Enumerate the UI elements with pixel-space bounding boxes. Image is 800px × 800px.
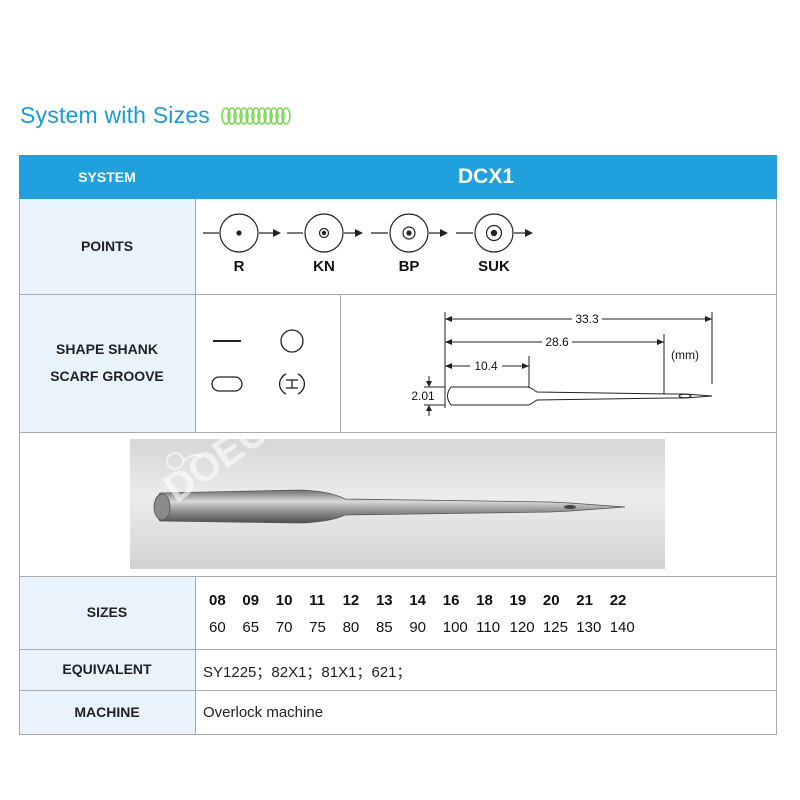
machine-label-text: MACHINE [74,704,140,720]
sizes-top-row: 08 09 10 11 12 13 14 16 18 19 20 21 22 [209,592,643,609]
machine-value: Overlock machine [203,704,324,721]
dim-middle: 28.6 [545,335,569,349]
needle-dimension-drawing [424,312,713,416]
equivalent-label: EQUIVALENT [19,649,195,690]
system-value: DCX1 [457,165,515,188]
point-label-r: R [233,258,245,275]
size-metric-value: 130 [576,619,602,636]
scarf-slot-icon [211,376,243,392]
points-label-text: POINTS [80,238,134,254]
grid-line [19,432,777,433]
shape-label: SHAPE SHANK SCARF GROOVE [19,294,195,432]
equivalent-label-text: EQUIVALENT [62,661,152,677]
grid-line [195,199,196,432]
size-value: 13 [375,592,393,609]
size-value: 09 [242,592,260,609]
point-label-kn: KN [313,258,335,275]
size-value: 11 [309,592,326,609]
section-heading: System with Sizes [20,102,294,129]
grid-line [19,576,777,577]
size-value: 10 [275,592,293,609]
point-label-suk: SUK [478,258,510,275]
equivalent-value: SY1225；82X1；81X1；621； [203,664,412,681]
size-metric-value: 90 [409,619,427,636]
needle-image [153,452,626,524]
spring-coil-icon [221,106,291,125]
points-diagram [203,213,533,253]
shape-label-line2: SCARF GROOVE [50,368,164,384]
spec-table: SYSTEM DCX1 POINTS SHAPE SHANK SCARF GRO… [19,155,777,735]
size-value: 18 [476,592,493,609]
size-value: 21 [576,592,593,609]
size-metric-value: 85 [375,619,393,636]
grid-line [340,294,341,432]
size-metric-value: 125 [542,619,568,636]
system-label: SYSTEM [78,169,136,185]
grid-line [19,649,777,650]
sizes-label: SIZES [19,576,195,649]
size-value: 08 [209,592,226,609]
size-metric-value: 110 [476,619,501,636]
grid-line [195,576,196,735]
table-header: SYSTEM DCX1 [19,155,777,199]
grid-line [19,294,777,295]
size-value: 19 [509,592,527,609]
size-metric-value: 75 [309,619,326,636]
grid-line [19,199,20,735]
grid-line [19,734,777,735]
dim-shank: 10.4 [474,359,498,373]
shape-label-line1: SHAPE SHANK [56,341,158,357]
size-metric-value: 60 [209,619,226,636]
needle-photo: DOEC [130,439,665,569]
size-metric-value: 120 [509,619,535,636]
dim-total: 33.3 [575,312,599,326]
size-metric-value: 70 [275,619,293,636]
shank-shapes [211,329,306,395]
watermark-bird-icon [166,452,203,470]
dim-diameter: 2.01 [411,389,435,403]
size-value: 16 [442,592,460,609]
size-value: 12 [342,592,360,609]
groove-profile-icon [278,373,306,395]
points-label: POINTS [19,199,195,294]
dim-unit: (mm) [671,348,699,362]
size-metric-value: 100 [442,619,468,636]
machine-label: MACHINE [19,690,195,735]
size-value: 14 [409,592,427,609]
size-value: 20 [542,592,560,609]
sizes-bottom-row: 60 65 70 75 80 85 90 100 110 120 125 130… [209,619,643,636]
size-metric-value: 140 [609,619,635,636]
size-metric-value: 80 [342,619,360,636]
size-metric-value: 65 [242,619,260,636]
grid-line [19,690,777,691]
sizes-label-text: SIZES [86,604,128,620]
round-shank-icon [280,329,304,353]
grid-line [776,199,777,735]
point-label-bp: BP [398,258,420,275]
size-value: 22 [609,592,627,609]
section-title: System with Sizes [20,102,211,128]
